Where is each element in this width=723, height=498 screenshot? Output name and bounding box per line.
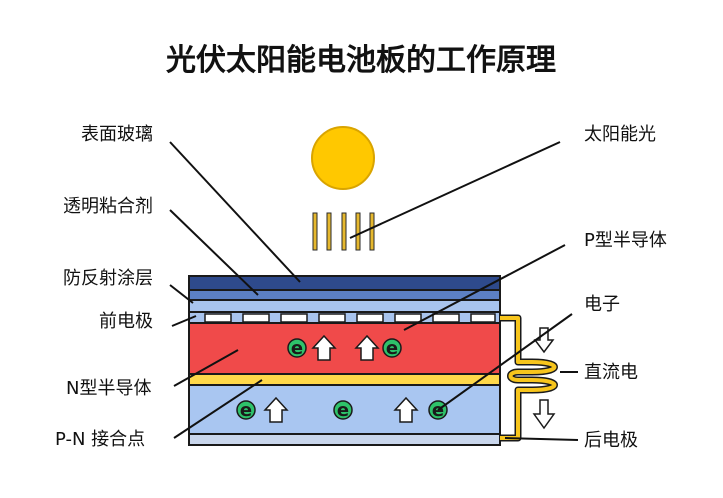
label-p-semiconductor: P型半导体 bbox=[584, 230, 667, 251]
leader-pn-junction bbox=[173, 379, 263, 439]
electrode-cell bbox=[432, 313, 460, 323]
p-layer-carriers: e e bbox=[287, 334, 402, 361]
back-electrode-layer bbox=[188, 433, 501, 446]
leader-sunlight bbox=[349, 141, 561, 239]
down-arrow-icon bbox=[533, 327, 555, 354]
transparent-adhesive-layer bbox=[188, 289, 501, 301]
sun-icon bbox=[311, 126, 375, 190]
svg-text:e: e bbox=[337, 400, 349, 421]
electrode-cell bbox=[318, 313, 346, 323]
sunlight-ray bbox=[369, 212, 375, 251]
up-arrow-icon bbox=[354, 334, 380, 361]
label-anti-reflection: 防反射涂层 bbox=[63, 268, 153, 289]
label-pn-junction: P-N 接合点 bbox=[55, 429, 145, 450]
label-front-electrode: 前电极 bbox=[99, 311, 153, 332]
label-surface-glass: 表面玻璃 bbox=[81, 124, 153, 145]
up-arrow-icon bbox=[263, 396, 289, 423]
electrode-cell bbox=[470, 313, 496, 323]
leader-p-semiconductor bbox=[403, 244, 566, 331]
electrode-cell bbox=[242, 313, 270, 323]
pn-junction-layer bbox=[188, 373, 501, 386]
electrode-cell bbox=[204, 313, 232, 323]
label-electron: 电子 bbox=[584, 294, 620, 315]
up-arrow-icon bbox=[393, 396, 419, 423]
svg-text:e: e bbox=[240, 400, 252, 421]
panel-layers bbox=[188, 275, 501, 446]
sunlight-rays bbox=[312, 212, 375, 251]
leader-lines bbox=[169, 141, 579, 441]
sunlight-ray bbox=[341, 212, 347, 251]
surface-glass-layer bbox=[188, 275, 501, 291]
sunlight-ray bbox=[312, 212, 318, 251]
p-semiconductor-layer bbox=[188, 322, 501, 375]
electron-icon: e bbox=[382, 338, 402, 359]
label-n-semiconductor: N型半导体 bbox=[66, 378, 151, 399]
label-back-electrode: 后电极 bbox=[584, 430, 638, 451]
anti-reflection-layer bbox=[188, 299, 501, 313]
leader-back-electrode bbox=[504, 437, 579, 441]
electron-icon: e bbox=[287, 338, 307, 359]
label-direct-current: 直流电 bbox=[584, 362, 638, 383]
leader-transparent-adhesive bbox=[169, 209, 259, 296]
dc-circuit-wire bbox=[500, 314, 558, 442]
leader-electron bbox=[437, 313, 573, 411]
sunlight-ray bbox=[326, 212, 332, 251]
page-title: 光伏太阳能电池板的工作原理 bbox=[166, 43, 556, 78]
leader-n-semiconductor bbox=[173, 349, 239, 387]
svg-text:e: e bbox=[291, 338, 303, 359]
label-sunlight: 太阳能光 bbox=[584, 124, 656, 145]
electrode-cell bbox=[394, 313, 422, 323]
leader-surface-glass bbox=[169, 141, 301, 283]
electron-icon: e bbox=[236, 400, 256, 421]
sunlight-ray bbox=[355, 212, 361, 251]
label-transparent-adhesive: 透明粘合剂 bbox=[63, 196, 153, 217]
up-arrow-icon bbox=[311, 334, 337, 361]
down-arrow-icon bbox=[532, 399, 556, 430]
leader-front-electrode bbox=[171, 315, 197, 327]
electrode-cell bbox=[356, 313, 384, 323]
svg-text:e: e bbox=[386, 338, 398, 359]
electrode-cell bbox=[280, 313, 308, 323]
front-electrode-grid bbox=[204, 313, 496, 323]
svg-text:e: e bbox=[432, 400, 444, 421]
electron-icon: e bbox=[333, 400, 353, 421]
leader-anti-reflection bbox=[169, 284, 194, 304]
